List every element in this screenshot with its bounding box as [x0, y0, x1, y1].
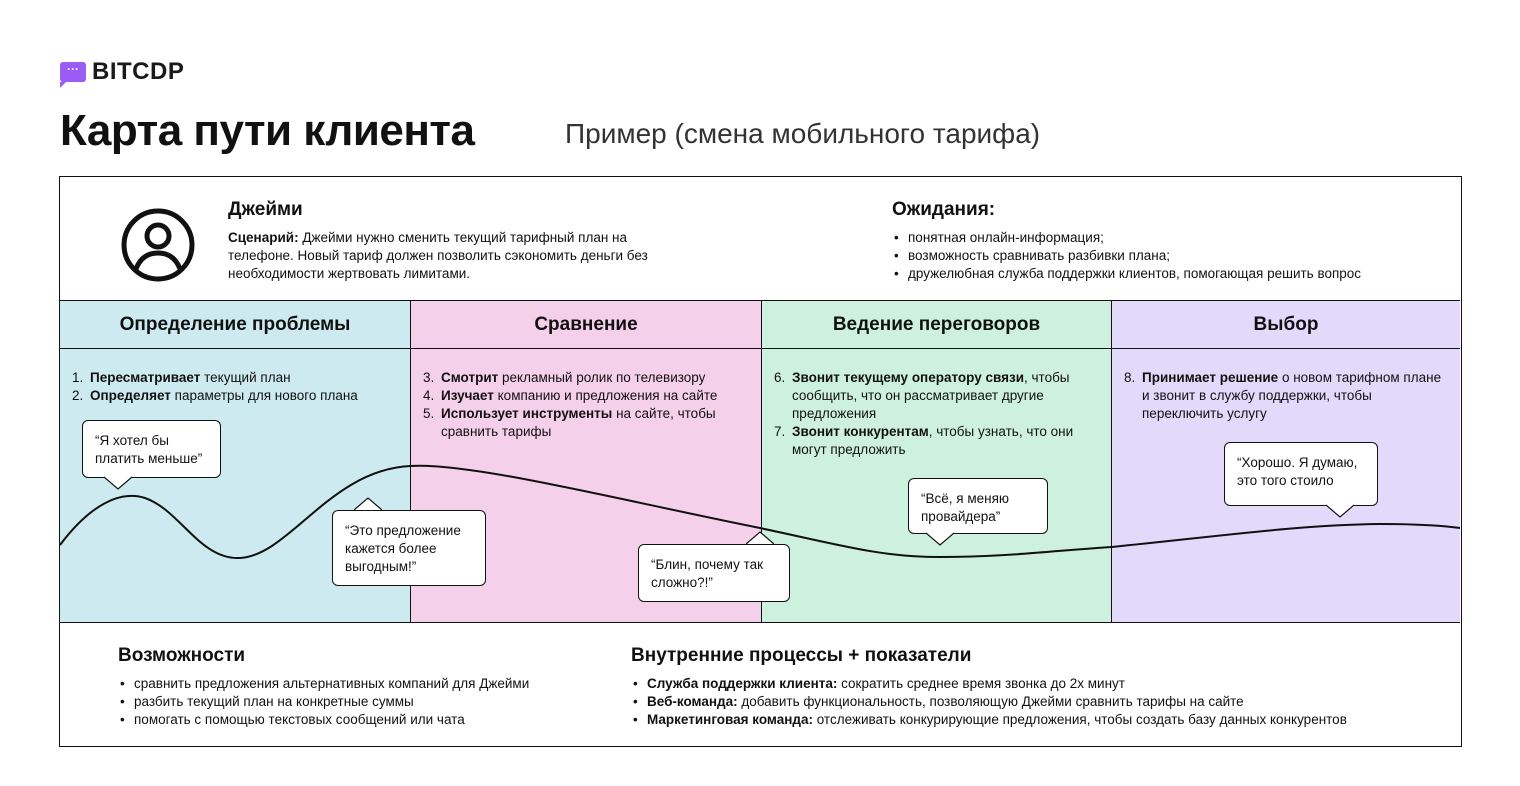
logo: ··· BITCDP — [60, 58, 185, 88]
user-avatar-icon — [121, 208, 195, 282]
step: 3.Смотрит рекламный ролик по телевизору — [423, 370, 706, 385]
step: 6.Звонит текущему оператору связи, чтобы… — [774, 370, 1070, 421]
bubble-tail — [746, 531, 774, 545]
step: 2.Определяет параметры для нового плана — [72, 388, 358, 403]
list-item: Маркетинговая команда: отслеживать конку… — [631, 711, 1347, 729]
scenario-text: Джейми нужно сменить текущий тарифный пл… — [228, 230, 648, 281]
step: 4.Изучает компанию и предложения на сайт… — [423, 388, 718, 403]
list-item: возможность сравнивать разбивки плана; — [892, 247, 1361, 265]
stage-title: Выбор — [1112, 301, 1460, 349]
list-item: разбить текущий план на конкретные суммы — [118, 693, 529, 711]
logo-text: BITCDP — [92, 58, 185, 85]
expectations-list: понятная онлайн-информация; возможность … — [892, 229, 1361, 283]
page-subtitle: Пример (смена мобильного тарифа) — [565, 118, 1041, 149]
emotion-line — [59, 464, 1461, 560]
step: 7.Звонит конкурентам, чтобы узнать, что … — [774, 424, 1074, 457]
stage-negotiation: Ведение переговоров 6.Звонит текущему оп… — [762, 301, 1112, 622]
bubble-tail — [1326, 504, 1354, 518]
persona-section: Джейми Сценарий: Джейми нужно сменить те… — [60, 177, 1460, 301]
step: 8.Принимает решение о новом тарифном пла… — [1124, 370, 1442, 421]
list-item: дружелюбная служба поддержки клиентов, п… — [892, 265, 1361, 283]
bubble-tail — [354, 497, 382, 511]
opportunities-list: сравнить предложения альтернативных комп… — [118, 675, 529, 729]
scenario-label: Сценарий: — [228, 230, 299, 245]
step: 1.Пересматривает текущий план — [72, 370, 291, 385]
list-item: Служба поддержки клиента: сократить сред… — [631, 675, 1347, 693]
quote-bubble: “Всё, я меняю провайдера” — [908, 478, 1048, 534]
bubble-tail — [104, 476, 132, 490]
stage-title: Ведение переговоров — [762, 301, 1111, 349]
persona-scenario: Сценарий: Джейми нужно сменить текущий т… — [228, 229, 648, 283]
expectations-title: Ожидания: — [892, 199, 996, 220]
opportunities-title: Возможности — [118, 645, 246, 666]
quote-bubble: “Это предложение кажется более выгодным!… — [332, 510, 486, 586]
quote-bubble: “Блин, почему так сложно?!” — [638, 544, 790, 602]
quote-bubble: “Хорошо. Я думаю, это того стоило — [1224, 442, 1378, 506]
bubble-tail — [926, 532, 954, 546]
internal-title: Внутренние процессы + показатели — [631, 645, 972, 666]
list-item: Веб-команда: добавить функциональность, … — [631, 693, 1347, 711]
step: 5.Использует инструменты на сайте, чтобы… — [423, 406, 716, 439]
stage-title: Определение проблемы — [60, 301, 410, 349]
internal-list: Служба поддержки клиента: сократить сред… — [631, 675, 1347, 729]
journey-map-frame — [59, 176, 1462, 747]
list-item: сравнить предложения альтернативных комп… — [118, 675, 529, 693]
quote-bubble: “Я хотел бы платить меньше” — [82, 420, 221, 478]
page-title: Карта пути клиента — [60, 106, 475, 155]
list-item: помогать с помощью текстовых сообщений и… — [118, 711, 529, 729]
list-item: понятная онлайн-информация; — [892, 229, 1361, 247]
persona-name: Джейми — [228, 199, 303, 220]
bottom-section: Возможности сравнить предложения альтерн… — [60, 622, 1460, 746]
stage-title: Сравнение — [411, 301, 761, 349]
chat-bubble-icon: ··· — [60, 62, 86, 88]
